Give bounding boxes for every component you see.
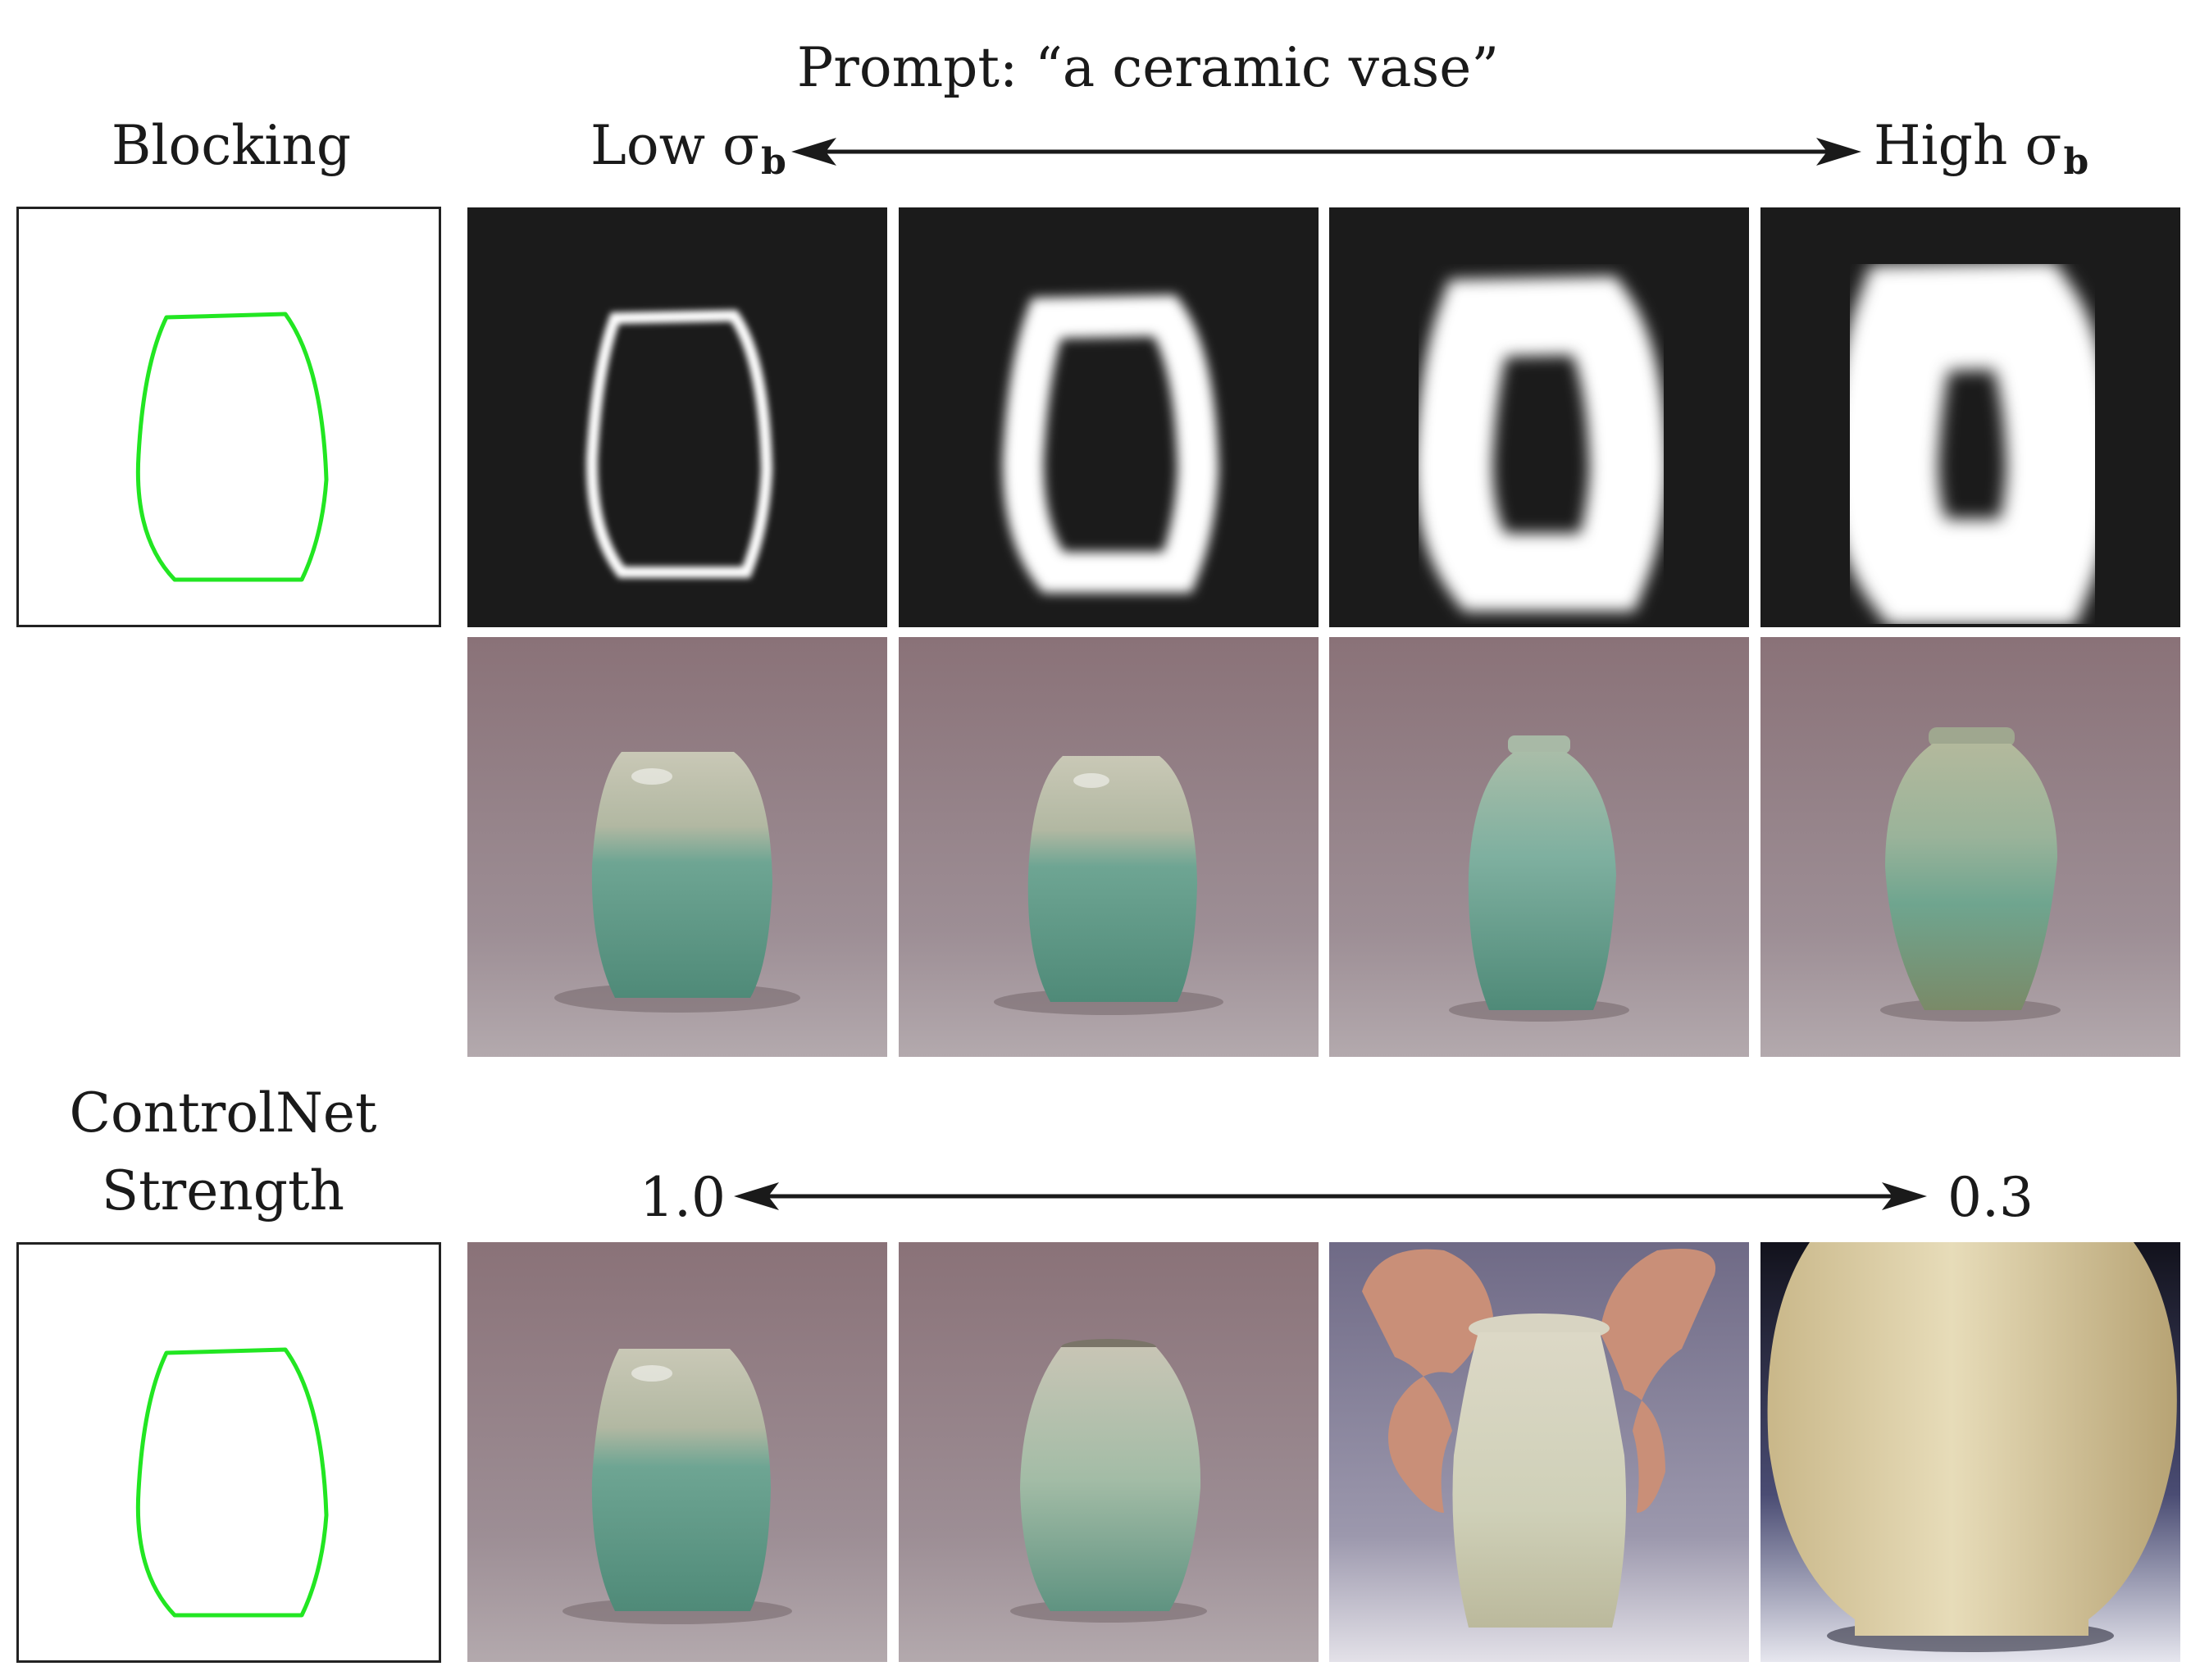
controlnet-label-line1: ControlNet bbox=[69, 1081, 377, 1145]
vase-outline-sketch-bottom bbox=[135, 1347, 329, 1618]
high-sigma-label: High σb bbox=[1874, 119, 2088, 180]
low-sigma-text: Low σ bbox=[590, 114, 760, 177]
blocking-label: Blocking bbox=[111, 114, 352, 177]
vase-result-2 bbox=[899, 637, 1319, 1057]
vase-result-5 bbox=[467, 1242, 887, 1662]
vase-result-6 bbox=[899, 1242, 1319, 1662]
mask-4 bbox=[1760, 207, 2180, 627]
mask-1 bbox=[467, 207, 887, 627]
mask-3 bbox=[1329, 207, 1749, 627]
high-sigma-text: High σ bbox=[1874, 114, 2062, 177]
vase-result-4 bbox=[1760, 637, 2180, 1057]
prompt-label: Prompt: “a ceramic vase” bbox=[796, 36, 1500, 99]
vase-result-8 bbox=[1760, 1242, 2180, 1662]
blocking-sketch bbox=[16, 207, 441, 627]
vase-result-3 bbox=[1329, 637, 1749, 1057]
strength-right-value: 0.3 bbox=[1947, 1166, 2034, 1229]
low-sigma-label: Low σb bbox=[590, 119, 786, 180]
vase-outline-sketch-top bbox=[135, 312, 329, 582]
sigma-subscript-high: b bbox=[2063, 141, 2089, 183]
controlnet-label-line2: Strength bbox=[101, 1159, 345, 1222]
vase-result-7 bbox=[1329, 1242, 1749, 1662]
sigma-subscript-low: b bbox=[761, 141, 786, 183]
strength-left-value: 1.0 bbox=[640, 1166, 726, 1229]
mask-2 bbox=[899, 207, 1319, 627]
sigma-range-arrow bbox=[791, 138, 1861, 166]
controlnet-sketch bbox=[16, 1242, 441, 1663]
strength-range-arrow bbox=[734, 1182, 1927, 1210]
vase-result-1 bbox=[467, 637, 887, 1057]
